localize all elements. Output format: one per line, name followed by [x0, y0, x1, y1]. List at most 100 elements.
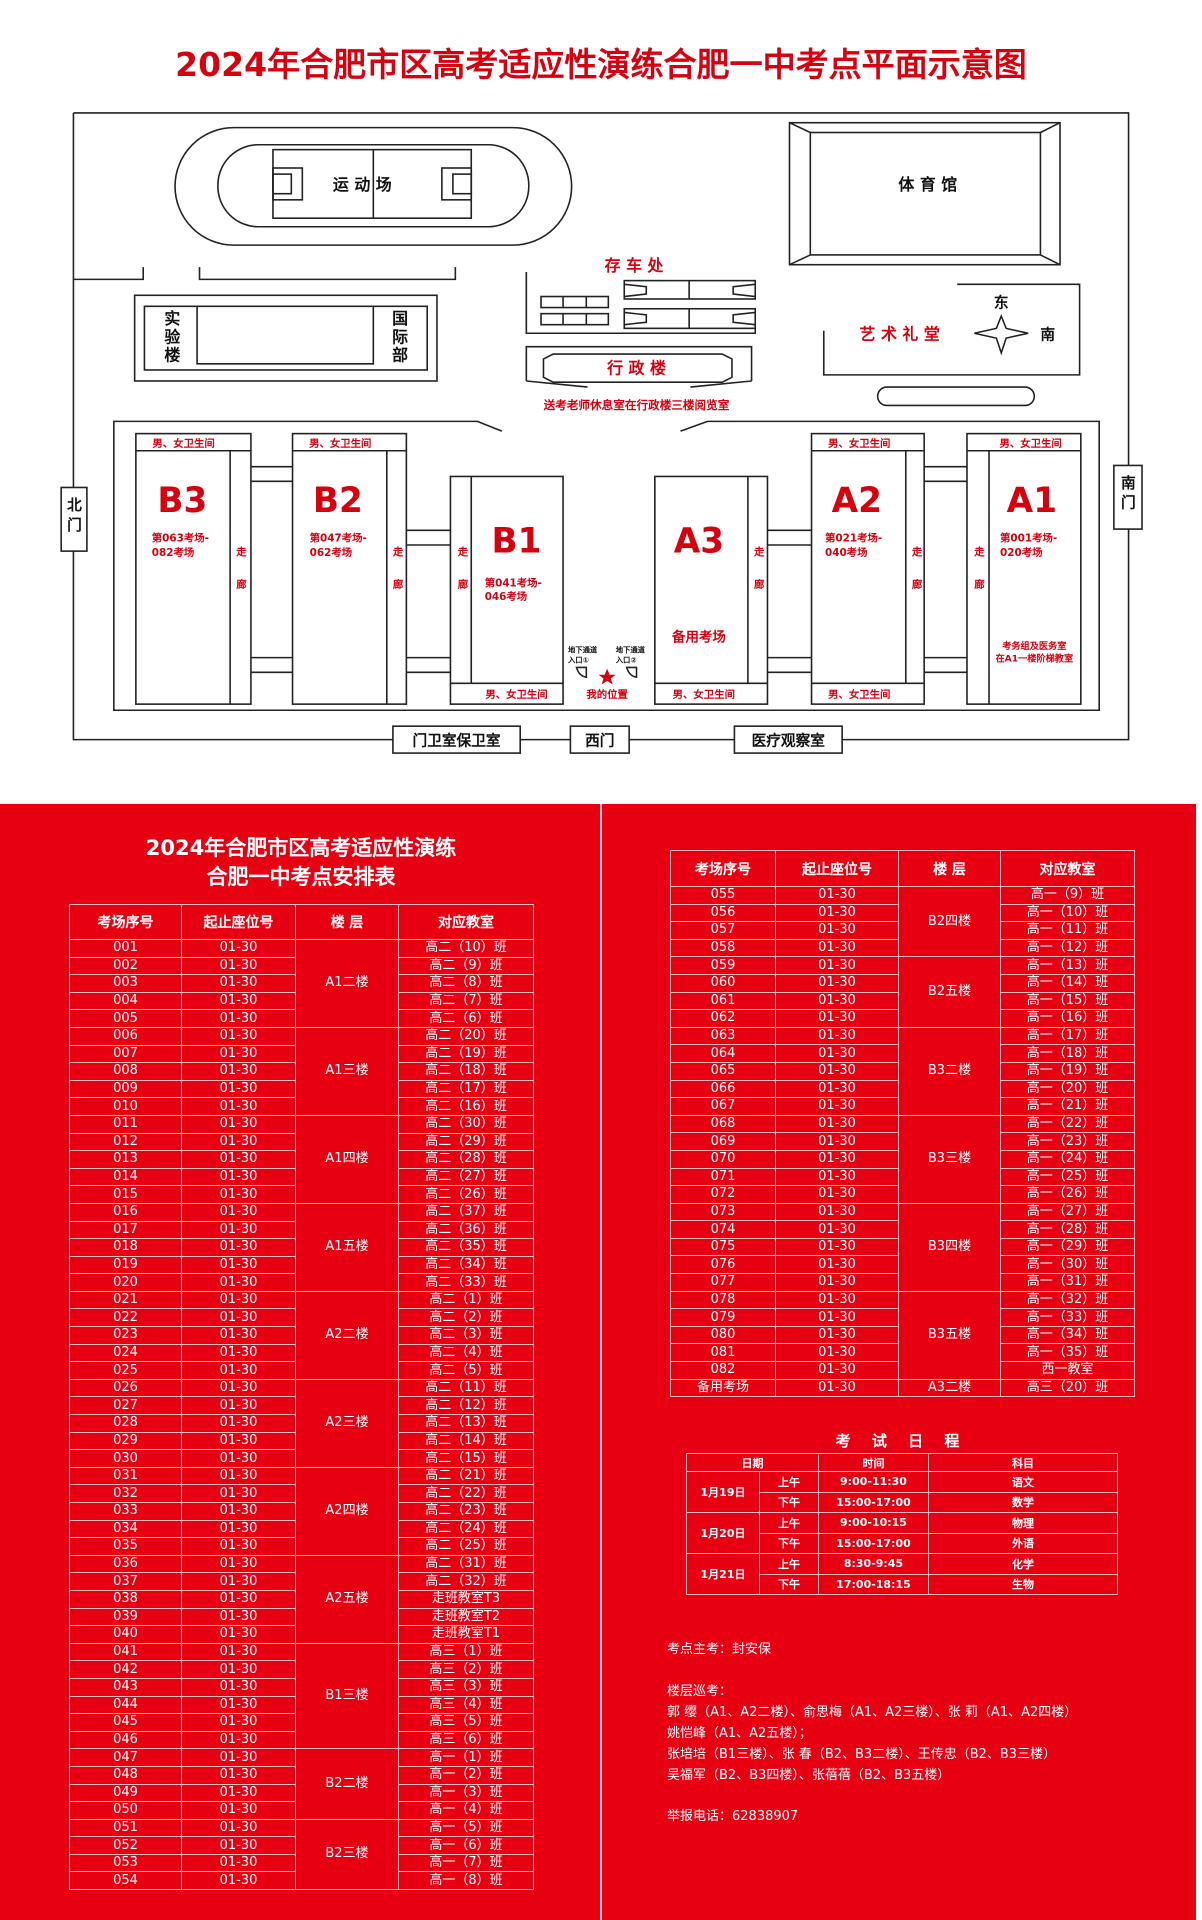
exam-room-number: 003 [69, 974, 182, 993]
report-hotline: 举报电话：62838907 [667, 1809, 799, 1824]
building-b1[interactable]: B1 第041考场- 046考场 走廊 男、女卫生间 [449, 475, 564, 705]
exam-room-number: 053 [69, 1853, 182, 1873]
patrol-label: 楼层巡考： [667, 1684, 733, 1699]
time: 15:00-17:00 [818, 1491, 929, 1513]
seat-range: 01-30 [775, 921, 899, 940]
classroom: 高二（29）班 [398, 1132, 534, 1152]
classroom: 高一（16）班 [1000, 1009, 1135, 1028]
corridor-label: 走廊 [972, 545, 985, 611]
my-location-marker[interactable]: 我的位置 [586, 668, 629, 701]
seat-range: 01-30 [775, 1325, 899, 1345]
building-name: B3 [157, 481, 207, 521]
building-b2[interactable]: 男、女卫生间 B2 第047考场- 062考场 走廊 [291, 432, 408, 705]
exam-room-number: 068 [670, 1114, 776, 1134]
exam-room-number: 010 [69, 1097, 182, 1116]
exam-room-number: 029 [69, 1431, 182, 1451]
classroom: 走班教室T2 [398, 1607, 534, 1627]
exam-room-number: 072 [670, 1185, 776, 1204]
classroom: 高二（30）班 [398, 1114, 534, 1134]
seat-range: 01-30 [181, 1801, 296, 1820]
seat-range: 01-30 [181, 1502, 296, 1521]
classroom: 高一（29）班 [1000, 1237, 1135, 1257]
exam-room-number: 023 [69, 1326, 182, 1345]
building-a1[interactable]: 男、女卫生间 A1 第001考场- 020考场 走廊 考务组及医务室 在A1一楼… [966, 432, 1082, 705]
session: 下午 [759, 1491, 819, 1513]
floor-label: B2四楼 [898, 885, 1001, 958]
classroom: 高一（12）班 [1000, 938, 1135, 958]
classroom: 高三（3）班 [398, 1677, 534, 1697]
subject: 语文 [928, 1471, 1118, 1493]
classroom: 高二（13）班 [398, 1414, 534, 1433]
classroom: 高二（25）班 [398, 1537, 534, 1556]
seat-range: 01-30 [775, 1290, 899, 1310]
classroom: 高一（18）班 [1000, 1044, 1135, 1063]
bike-parking-label: 存 车 处 [605, 256, 664, 275]
classroom: 高一（11）班 [1000, 921, 1135, 940]
exam-room-number: 006 [69, 1026, 182, 1046]
floor-label: B3四楼 [898, 1202, 1001, 1292]
exam-room-number: 040 [69, 1625, 182, 1644]
south-gate[interactable]: 南门 [1113, 464, 1143, 530]
exam-room-number: 015 [69, 1185, 182, 1204]
floor-label: B3五楼 [898, 1290, 1001, 1380]
plan-title-line-2: 合肥一中考点安排表 [206, 865, 396, 889]
classroom: 高二（5）班 [398, 1361, 534, 1380]
west-gate[interactable]: 西门 [569, 725, 630, 754]
classroom: 西一教室 [1000, 1361, 1135, 1380]
exam-room-number: 060 [670, 973, 776, 993]
building-a3[interactable]: A3 备用考场 走廊 男、女卫生间 [654, 475, 769, 705]
page-title: 2024年合肥市区高考适应性演练合肥一中考点平面示意图 [175, 45, 1027, 84]
exam-room-number: 041 [69, 1642, 182, 1662]
building-a2[interactable]: 男、女卫生间 A2 第021考场- 040考场 走廊 男、女卫生间 [810, 432, 925, 705]
seat-range: 01-30 [181, 1871, 296, 1891]
exam-room-number: 062 [670, 1009, 776, 1028]
north-gate[interactable]: 北门 [60, 486, 88, 552]
exam-room-number: 031 [69, 1466, 182, 1486]
seat-range: 01-30 [181, 1273, 296, 1292]
seat-range: 01-30 [775, 1273, 899, 1292]
exam-room-number: 052 [69, 1836, 182, 1855]
classroom: 高二（17）班 [398, 1079, 534, 1099]
guard-room[interactable]: 门卫室保卫室 [392, 725, 522, 754]
classroom: 高二（1）班 [398, 1290, 534, 1310]
floor-label: B2二楼 [295, 1748, 399, 1820]
seat-range: 01-30 [775, 1132, 899, 1151]
building-b3[interactable]: 男、女卫生间 B3 第063考场- 082考场 走廊 [135, 432, 252, 705]
intl-label: 国际部 [390, 310, 409, 365]
classroom: 高一（15）班 [1000, 991, 1135, 1011]
exam-room-number: 074 [670, 1220, 776, 1239]
exam-room-number: 022 [69, 1308, 182, 1328]
seat-range: 01-30 [181, 1308, 296, 1328]
seat-range: 01-30 [775, 1378, 899, 1398]
seat-range: 01-30 [181, 1695, 296, 1715]
exam-room-number: 050 [69, 1801, 182, 1820]
corridor-connectors [250, 465, 967, 674]
medical-room[interactable]: 医疗观察室 [733, 725, 843, 754]
exam-room-number: 037 [69, 1572, 182, 1591]
seat-range: 01-30 [775, 1044, 899, 1063]
exam-date: 1月21日 [686, 1553, 760, 1595]
restroom-label: 男、女卫生间 [673, 688, 735, 701]
seat-range: 01-30 [181, 1818, 296, 1838]
exam-room-number: 047 [69, 1748, 182, 1767]
seat-range: 01-30 [181, 1343, 296, 1363]
seat-range: 01-30 [181, 1572, 296, 1591]
room-range: 082考场 [152, 546, 194, 559]
